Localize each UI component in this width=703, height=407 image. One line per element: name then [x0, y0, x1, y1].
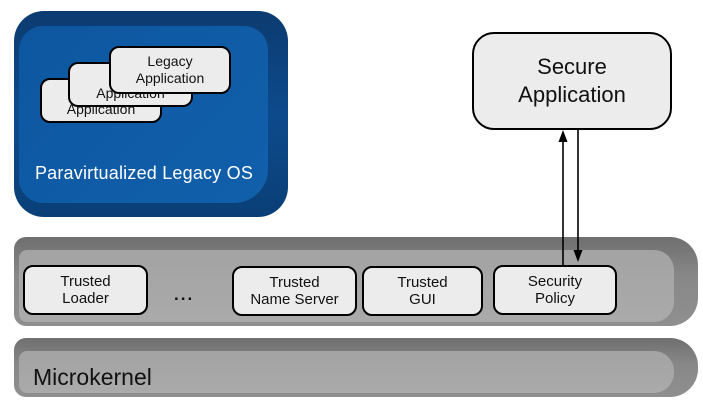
paravirtualized-legacy-os-label: Paravirtualized Legacy OS [34, 163, 254, 183]
trusted-gui-label-line2: GUI [409, 291, 436, 308]
legacy-application-label-line1: Legacy [147, 53, 193, 69]
down-arrow-head-icon [573, 250, 583, 262]
trusted-name-server-box: Trusted Name Server [232, 266, 357, 316]
trusted-loader-label-line2: Loader [62, 290, 109, 307]
trusted-loader-label-line1: Trusted [60, 273, 111, 290]
security-policy-box: Security Policy [493, 265, 617, 315]
legacy-application-label-line2: Application [135, 70, 205, 86]
trusted-gui-box: Trusted GUI [362, 266, 483, 316]
security-policy-label-line2: Policy [534, 290, 575, 307]
microkernel-bar-face [19, 351, 674, 393]
secure-application-label-line1: Secure [537, 54, 607, 79]
trusted-loader-box: Trusted Loader [23, 265, 148, 315]
security-policy-label-line1: Security [527, 273, 583, 290]
paravirtualized-legacy-os-box: Legacy Application Legacy Application Le… [14, 11, 288, 217]
secure-application-box: Secure Application [472, 32, 672, 130]
legacy-application-box-front: Legacy Application [109, 46, 231, 94]
trusted-name-server-label-line1: Trusted [269, 274, 320, 291]
secure-application-label-line2: Application [518, 82, 626, 107]
microkernel-label: Microkernel [33, 364, 152, 390]
trusted-gui-label-line1: Trusted [397, 274, 448, 291]
up-arrow-head-icon [558, 130, 568, 142]
microkernel-bar: Microkernel [14, 338, 698, 397]
more-services-ellipsis: ... [174, 285, 195, 304]
trusted-services-bar: Trusted Loader ... Trusted Name Server T… [14, 237, 698, 326]
trusted-name-server-label-line2: Name Server [250, 291, 339, 308]
bidirectional-arrow [558, 130, 583, 265]
